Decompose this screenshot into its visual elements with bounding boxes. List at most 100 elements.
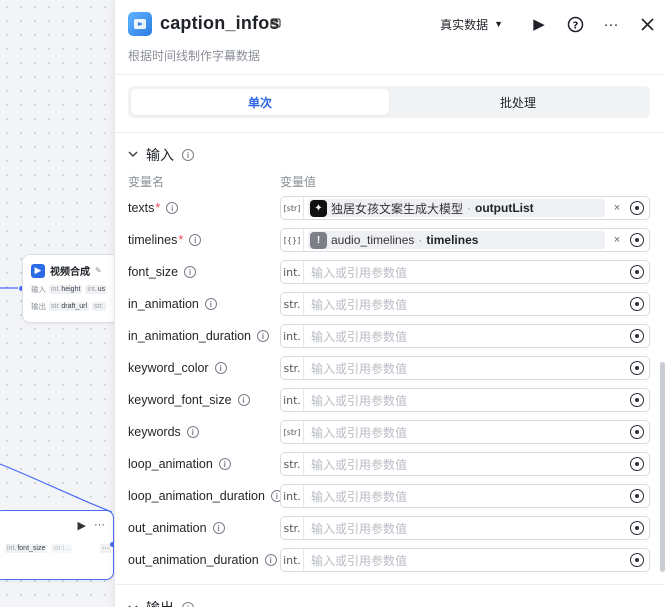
input-label: 输入 — [31, 285, 46, 294]
type-selector[interactable]: str. — [281, 453, 304, 475]
separator: · — [467, 201, 472, 215]
param-value-field[interactable]: int. 输入或引用参数值 — [280, 548, 650, 572]
value-input[interactable]: 输入或引用参数值 — [311, 489, 408, 504]
reference-target-icon[interactable] — [625, 261, 649, 283]
input-chip: int.font_size — [5, 544, 48, 553]
param-value-field[interactable]: str. 输入或引用参数值 — [280, 516, 650, 540]
value-input[interactable]: 输入或引用参数值 — [311, 329, 408, 344]
tab-single[interactable]: 单次 — [131, 89, 389, 115]
param-value-field[interactable]: [{}]!audio_timelines·timelines × — [280, 228, 650, 252]
more-icon[interactable]: ··· — [94, 519, 105, 531]
type-selector[interactable]: int. — [281, 485, 304, 507]
param-value-field[interactable]: int. 输入或引用参数值 — [280, 388, 650, 412]
node-output-handle[interactable] — [110, 542, 115, 547]
type-selector[interactable]: str. — [281, 517, 304, 539]
info-icon[interactable]: i — [166, 202, 179, 214]
edit-icon[interactable] — [270, 17, 281, 31]
help-icon[interactable]: ? — [557, 16, 593, 33]
value-input[interactable]: 输入或引用参数值 — [311, 553, 408, 568]
reference-chip[interactable]: ✦独居女孩文案生成大模型·outputList — [308, 199, 605, 217]
caption-node-card[interactable]: ▶ ··· int.font_size str.i... ··· — [0, 510, 114, 580]
required-mark: * — [155, 201, 161, 215]
reference-target-icon[interactable] — [625, 485, 649, 507]
clear-icon[interactable]: × — [613, 202, 621, 214]
column-header-name: 变量名 — [128, 175, 165, 189]
run-icon[interactable]: ▶ — [77, 520, 86, 532]
node-input-handle[interactable] — [19, 286, 24, 291]
scrollbar[interactable] — [660, 362, 665, 572]
value-input[interactable]: 输入或引用参数值 — [311, 457, 408, 472]
type-selector[interactable]: [str] — [281, 197, 304, 219]
type-selector[interactable]: [str] — [281, 421, 304, 443]
param-value-field[interactable]: [str]✦独居女孩文案生成大模型·outputList × — [280, 196, 650, 220]
reference-target-icon[interactable] — [625, 421, 649, 443]
info-icon[interactable]: i — [214, 362, 227, 374]
play-icon: ▶ — [31, 263, 45, 278]
video-compose-node[interactable]: ▶ 视频合成 ✎ 输入 int.height int.us 输出 str.dra… — [22, 254, 132, 323]
value-input[interactable]: 输入或引用参数值 — [311, 393, 408, 408]
param-value-field[interactable]: int. 输入或引用参数值 — [280, 260, 650, 284]
info-icon[interactable]: i — [186, 426, 199, 438]
input-chip: int.height — [49, 285, 83, 294]
type-selector[interactable]: [{}] — [281, 229, 304, 251]
value-input[interactable]: 输入或引用参数值 — [311, 361, 408, 376]
info-icon[interactable]: i — [182, 602, 194, 607]
ref-field-name: timelines — [426, 233, 479, 247]
type-selector[interactable]: int. — [281, 549, 304, 571]
reference-target-icon[interactable] — [625, 453, 649, 475]
type-selector[interactable]: int. — [281, 325, 304, 347]
value-input[interactable]: 输入或引用参数值 — [311, 521, 408, 536]
value-input[interactable]: 输入或引用参数值 — [311, 297, 408, 312]
param-value-field[interactable]: str. 输入或引用参数值 — [280, 356, 650, 380]
reference-target-icon[interactable] — [625, 197, 649, 219]
input-section-header[interactable]: 输入 i — [128, 145, 194, 165]
panel-title[interactable]: caption_infos — [160, 13, 280, 33]
param-name: keyword_font_size — [128, 393, 232, 407]
info-icon[interactable]: i — [212, 522, 225, 534]
param-value-field[interactable]: int. 输入或引用参数值 — [280, 484, 650, 508]
panel-header: caption_infos 根据时间线制作字幕数据 真实数据 ▼ ▶ ? ··· — [115, 0, 665, 78]
more-chip[interactable]: ··· — [100, 544, 112, 553]
info-icon[interactable]: i — [189, 234, 202, 246]
type-selector[interactable]: str. — [281, 357, 304, 379]
more-icon[interactable]: ··· — [603, 15, 619, 33]
tab-batch[interactable]: 批处理 — [499, 95, 536, 110]
value-input[interactable]: 输入或引用参数值 — [311, 265, 408, 280]
param-name: loop_animation — [128, 457, 213, 471]
info-icon[interactable]: i — [237, 394, 250, 406]
real-data-dropdown[interactable]: 真实数据 ▼ — [440, 16, 503, 33]
param-value-field[interactable]: int. 输入或引用参数值 — [280, 324, 650, 348]
info-icon[interactable]: i — [264, 554, 277, 566]
reference-target-icon[interactable] — [625, 389, 649, 411]
info-icon[interactable]: i — [184, 266, 197, 278]
reference-target-icon[interactable] — [625, 549, 649, 571]
info-icon[interactable]: i — [182, 149, 194, 161]
reference-target-icon[interactable] — [625, 517, 649, 539]
input-chip: str.i... — [51, 544, 73, 553]
param-value-field[interactable]: str. 输入或引用参数值 — [280, 452, 650, 476]
output-section-header[interactable]: 输出 i — [128, 598, 194, 607]
reference-target-icon[interactable] — [625, 357, 649, 379]
clear-icon[interactable]: × — [613, 234, 621, 246]
reference-chip[interactable]: !audio_timelines·timelines — [308, 231, 605, 249]
warning-icon: ! — [310, 231, 327, 249]
close-icon[interactable] — [629, 17, 665, 31]
param-name: out_animation_duration — [128, 553, 259, 567]
type-selector[interactable]: int. — [281, 261, 304, 283]
column-header-value: 变量值 — [280, 175, 317, 189]
type-selector[interactable]: int. — [281, 389, 304, 411]
ref-field-name: outputList — [475, 201, 534, 215]
param-value-field[interactable]: str. 输入或引用参数值 — [280, 292, 650, 316]
info-icon[interactable]: i — [257, 330, 270, 342]
run-icon[interactable]: ▶ — [533, 16, 545, 33]
type-selector[interactable]: str. — [281, 293, 304, 315]
info-icon[interactable]: i — [218, 458, 231, 470]
info-icon[interactable]: i — [204, 298, 217, 310]
reference-target-icon[interactable] — [625, 325, 649, 347]
value-input[interactable]: 输入或引用参数值 — [311, 425, 408, 440]
param-value-field[interactable]: [str] 输入或引用参数值 — [280, 420, 650, 444]
reference-target-icon[interactable] — [625, 229, 649, 251]
reference-target-icon[interactable] — [625, 293, 649, 315]
param-label-loop-animation: loop_animation i — [128, 457, 231, 471]
